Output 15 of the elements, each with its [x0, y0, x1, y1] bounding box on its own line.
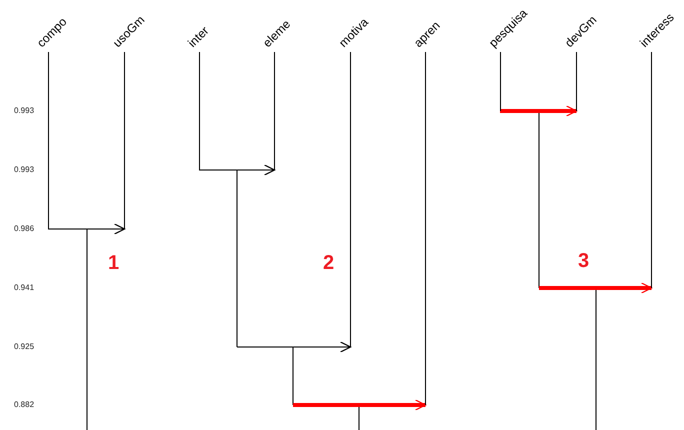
axis-tick-label: 0.882	[14, 400, 34, 410]
axis-tick-label: 0.941	[14, 283, 34, 293]
arrow	[293, 399, 426, 411]
arrow	[198, 164, 276, 176]
axis-tick-label: 0.993	[14, 106, 34, 116]
axis-tick-label: 0.993	[14, 165, 34, 175]
axis-tick-label: 0.925	[14, 342, 34, 352]
cluster-number: 3	[578, 250, 590, 272]
axis-tick-label: 0.986	[14, 224, 34, 234]
arrow	[500, 105, 578, 117]
cluster-number: 1	[108, 252, 120, 274]
arrow	[236, 341, 352, 353]
arrow	[48, 223, 126, 235]
arrow	[539, 282, 652, 294]
cluster-number: 2	[323, 252, 334, 274]
